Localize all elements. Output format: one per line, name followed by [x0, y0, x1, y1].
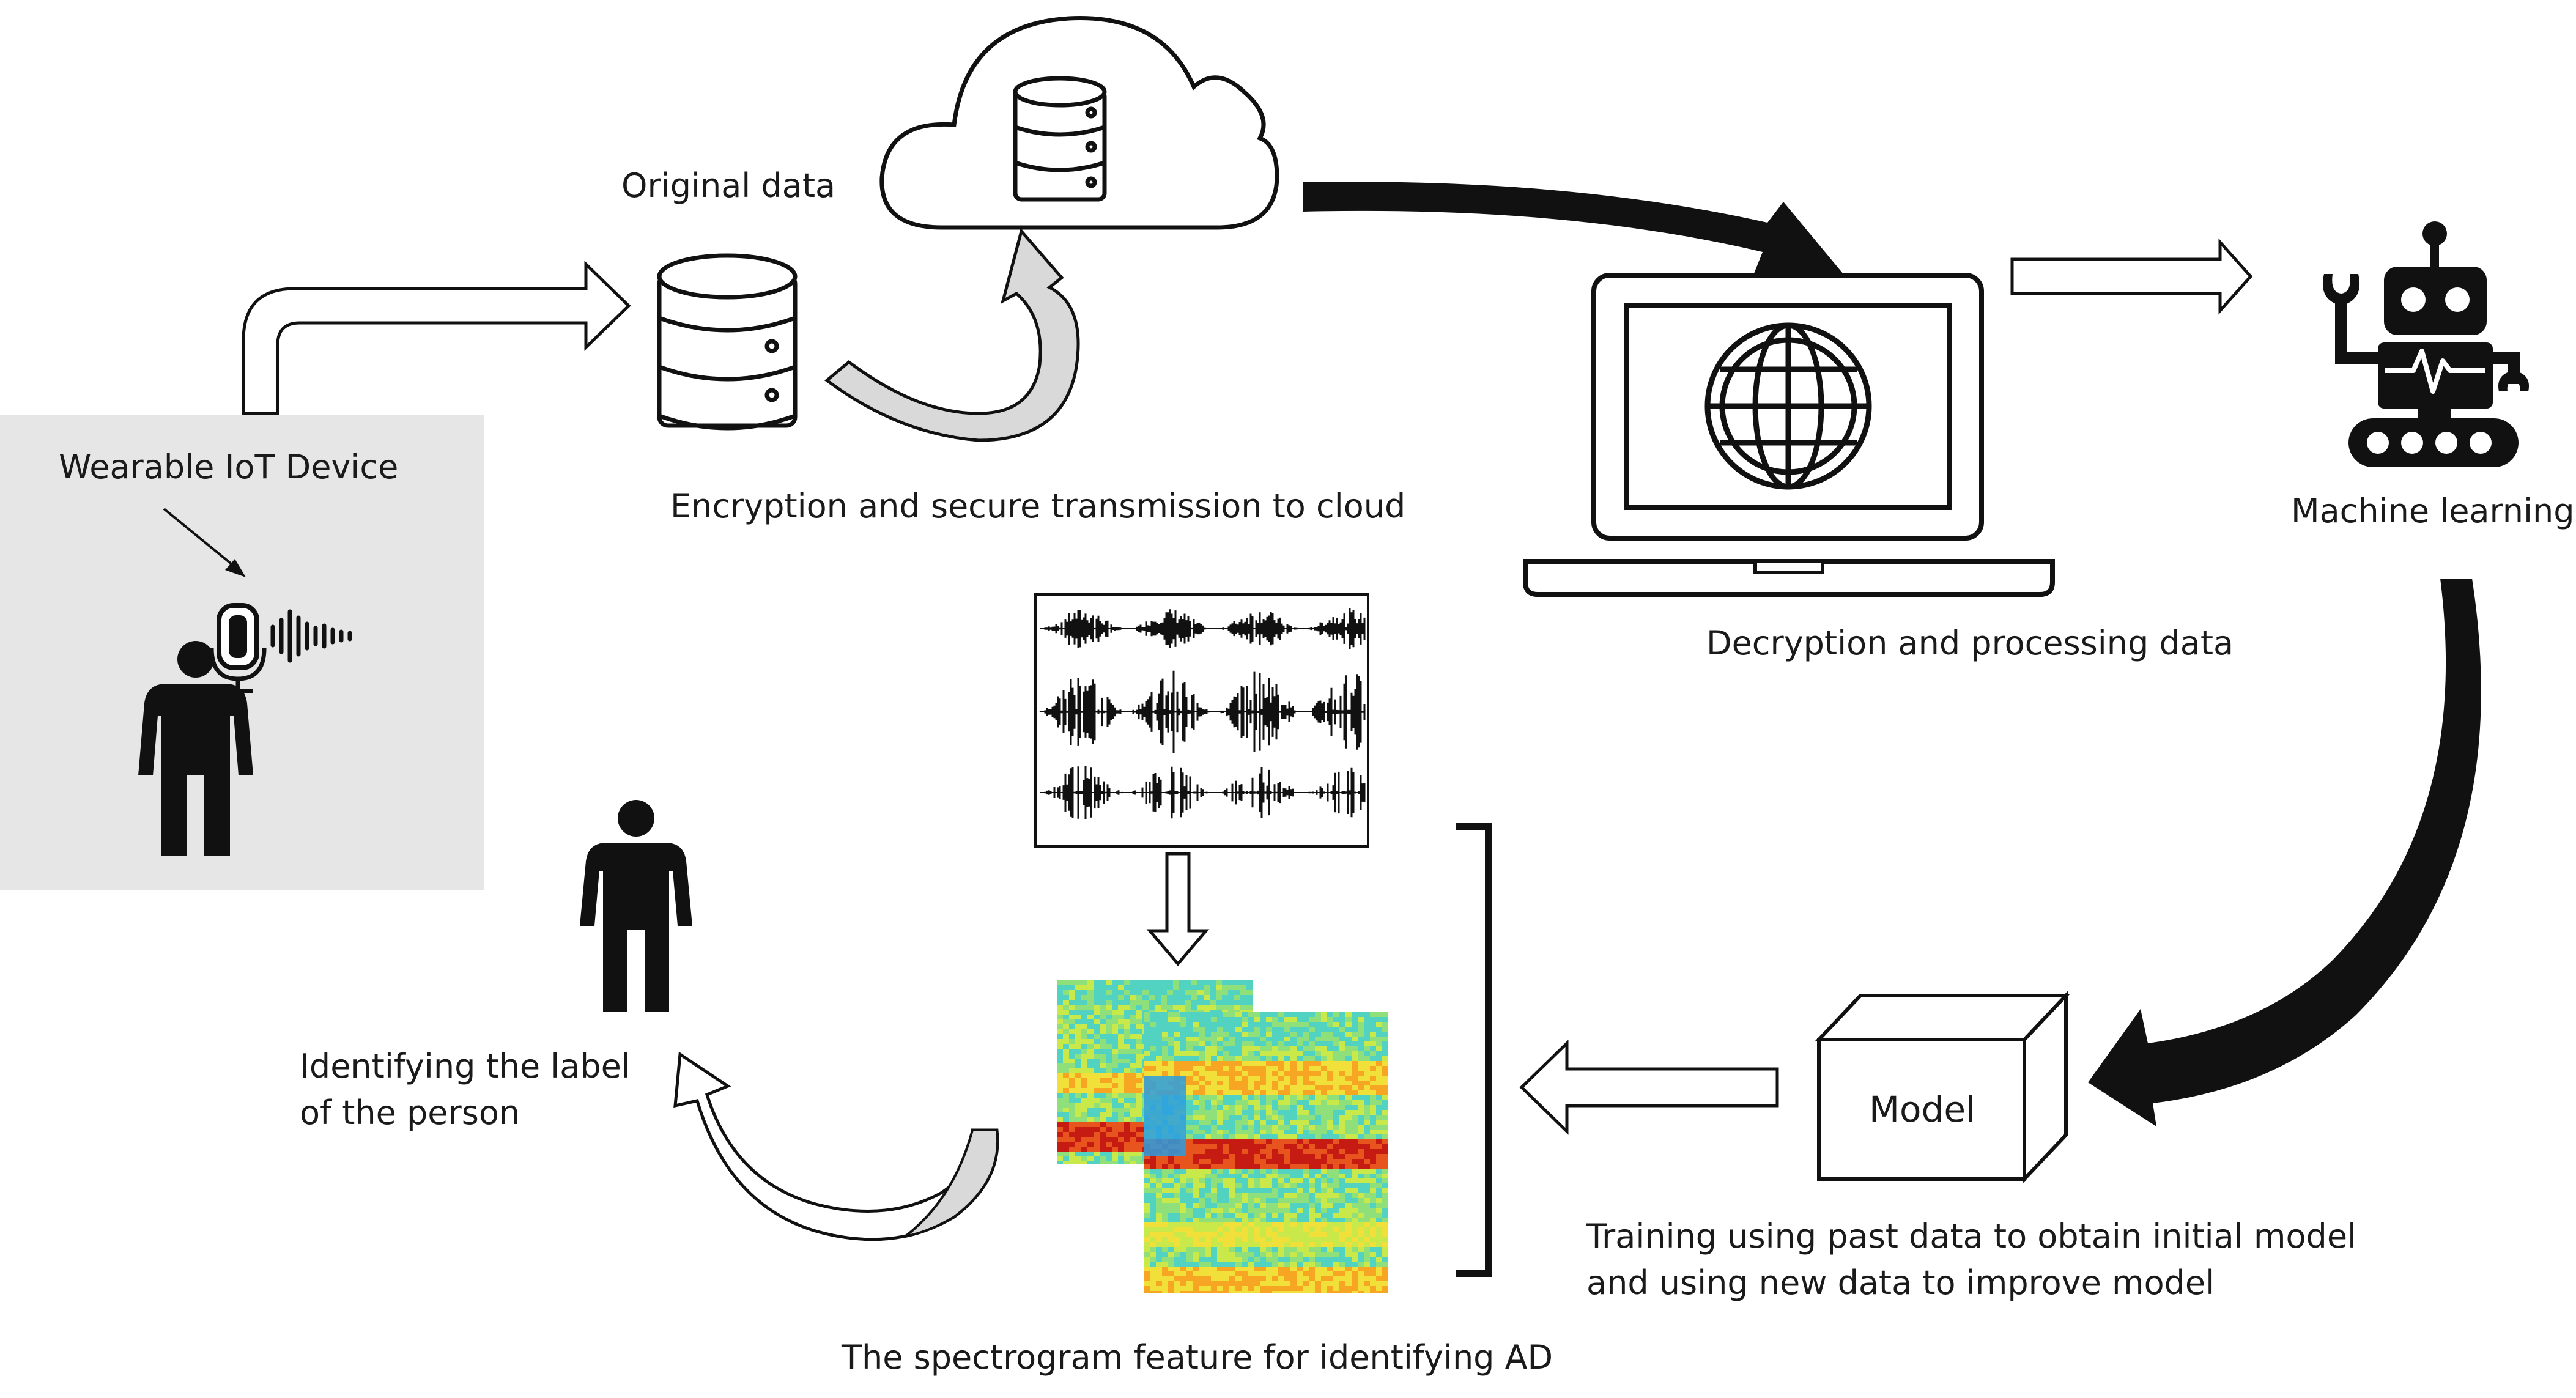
laptop-globe-icon: [1523, 273, 2055, 597]
model-label: Model: [1869, 1089, 1976, 1130]
machine-learning-label: Machine learning: [2291, 492, 2575, 530]
database-icon: [657, 253, 798, 431]
laptop-to-robot-arrow: [2010, 238, 2253, 315]
upload-arrow: [242, 261, 631, 415]
model-to-spectrogram-arrow: [1519, 1040, 1779, 1135]
robot-to-model-arrow: [2088, 579, 2481, 1126]
decryption-label: Decryption and processing data: [1706, 624, 2234, 662]
identify-label-line1: Identifying the label: [300, 1047, 631, 1085]
cloud-database-icon: [879, 16, 1279, 230]
person-with-microphone-icon: [138, 603, 352, 856]
cloud-to-laptop-arrow: [1303, 182, 1843, 276]
waveform-to-spectrogram-arrow: [1146, 852, 1210, 966]
cube-icon: [1815, 991, 2070, 1184]
robot-icon: [2322, 221, 2529, 467]
spectrogram-to-person-arrow: [673, 1051, 999, 1241]
spectrogram-heatmap-icon: [1057, 980, 1388, 1293]
wearable-device-label: Wearable IoT Device: [59, 448, 399, 486]
identify-label-line2: of the person: [300, 1093, 520, 1132]
encryption-label: Encryption and secure transmission to cl…: [670, 487, 1406, 525]
person-icon: [580, 800, 692, 1012]
bracket: [1456, 823, 1492, 1277]
training-label-line1: Training using past data to obtain initi…: [1586, 1217, 2357, 1256]
original-data-label: Original data: [621, 166, 836, 205]
spectrogram-label: The spectrogram feature for identifying …: [842, 1338, 1553, 1377]
audio-waveform-icon: [1034, 593, 1369, 848]
encryption-curved-arrow: [824, 227, 1080, 442]
pointer-arrow: [163, 508, 246, 577]
training-label-line2: and using new data to improve model: [1586, 1263, 2215, 1302]
